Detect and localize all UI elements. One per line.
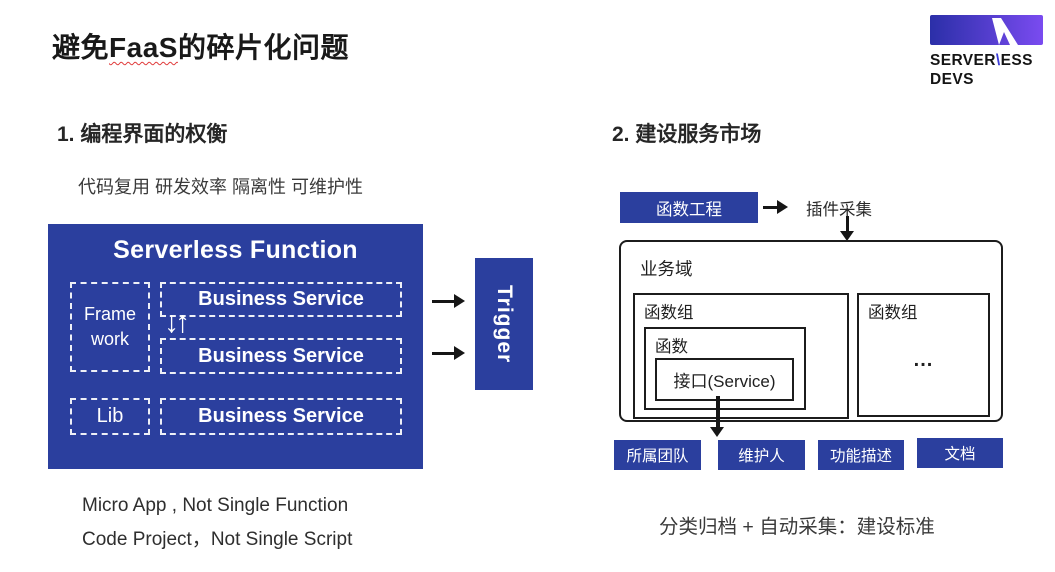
tradeoffs-text: 代码复用 研发效率 隔离性 可维护性 <box>78 177 364 197</box>
trigger-label: Trigger <box>493 284 516 364</box>
function-group-label: 函数组 <box>868 304 918 322</box>
serverless-function-box: Serverless Function Frame work Business … <box>48 224 423 469</box>
business-domain-label: 业务域 <box>640 259 693 279</box>
title-faas-highlight: FaaS <box>109 32 178 63</box>
logo-word1-post: ESS <box>1000 52 1033 69</box>
serverless-devs-logo: SERVER\ESS DEVS <box>930 15 1048 88</box>
logo-banner-icon <box>930 15 1043 45</box>
logo-slash: \ <box>995 52 1001 69</box>
title-prefix: 避免 <box>52 32 110 63</box>
left-caption-line2: Code Project，Not Single Script <box>82 529 353 550</box>
arrow-right-icon <box>432 294 465 308</box>
function-project-box: 函数工程 <box>620 192 758 223</box>
function-label: 函数 <box>655 338 688 356</box>
function-group-box-1: 函数组 函数 接口(Service) <box>633 293 849 419</box>
page-title: 避免FaaS的碎片化问题 <box>52 26 349 66</box>
trigger-box: Trigger <box>475 258 533 390</box>
function-box: 函数 接口(Service) <box>644 327 806 410</box>
arrow-down-icon <box>840 216 854 241</box>
logo-wordmark-line2: DEVS <box>930 71 974 88</box>
team-tag: 所属团队 <box>614 440 701 470</box>
business-service-box: Business Service <box>160 338 402 374</box>
left-caption-line1: Micro App , Not Single Function <box>82 495 349 516</box>
interface-box: 接口(Service) <box>655 358 794 401</box>
framework-box: Frame work <box>70 282 150 372</box>
feature-description-tag: 功能描述 <box>818 440 904 470</box>
section2-heading: 2. 建设服务市场 <box>612 123 762 146</box>
right-caption: 分类归档 + 自动采集：建设标准 <box>659 516 935 538</box>
ellipsis-text: ... <box>913 349 934 371</box>
function-group-label: 函数组 <box>644 304 694 322</box>
exchange-arrows-icon: ↓↑ <box>164 306 190 339</box>
arrow-right-icon <box>763 200 788 214</box>
left-caption: Micro App , Not Single Function Code Pro… <box>82 489 352 557</box>
arrow-right-icon <box>432 346 465 360</box>
business-domain-box: 业务域 函数组 函数 接口(Service) 函数组 ... <box>619 240 1003 422</box>
logo-wordmark-line1: SERVER\ESS <box>930 52 1048 69</box>
title-suffix: 的碎片化问题 <box>177 32 349 63</box>
maintainer-tag: 维护人 <box>718 440 805 470</box>
logo-word1-pre: SERVER <box>930 52 996 69</box>
function-group-box-2: 函数组 ... <box>857 293 990 417</box>
serverless-function-title: Serverless Function <box>113 236 358 264</box>
section1-heading: 1. 编程界面的权衡 <box>57 123 228 146</box>
lib-box: Lib <box>70 398 150 435</box>
business-service-box: Business Service <box>160 282 402 317</box>
plugin-collect-label: 插件采集 <box>806 201 872 219</box>
arrow-down-icon <box>710 396 724 437</box>
document-tag: 文档 <box>917 438 1003 468</box>
business-service-box: Business Service <box>160 398 402 435</box>
